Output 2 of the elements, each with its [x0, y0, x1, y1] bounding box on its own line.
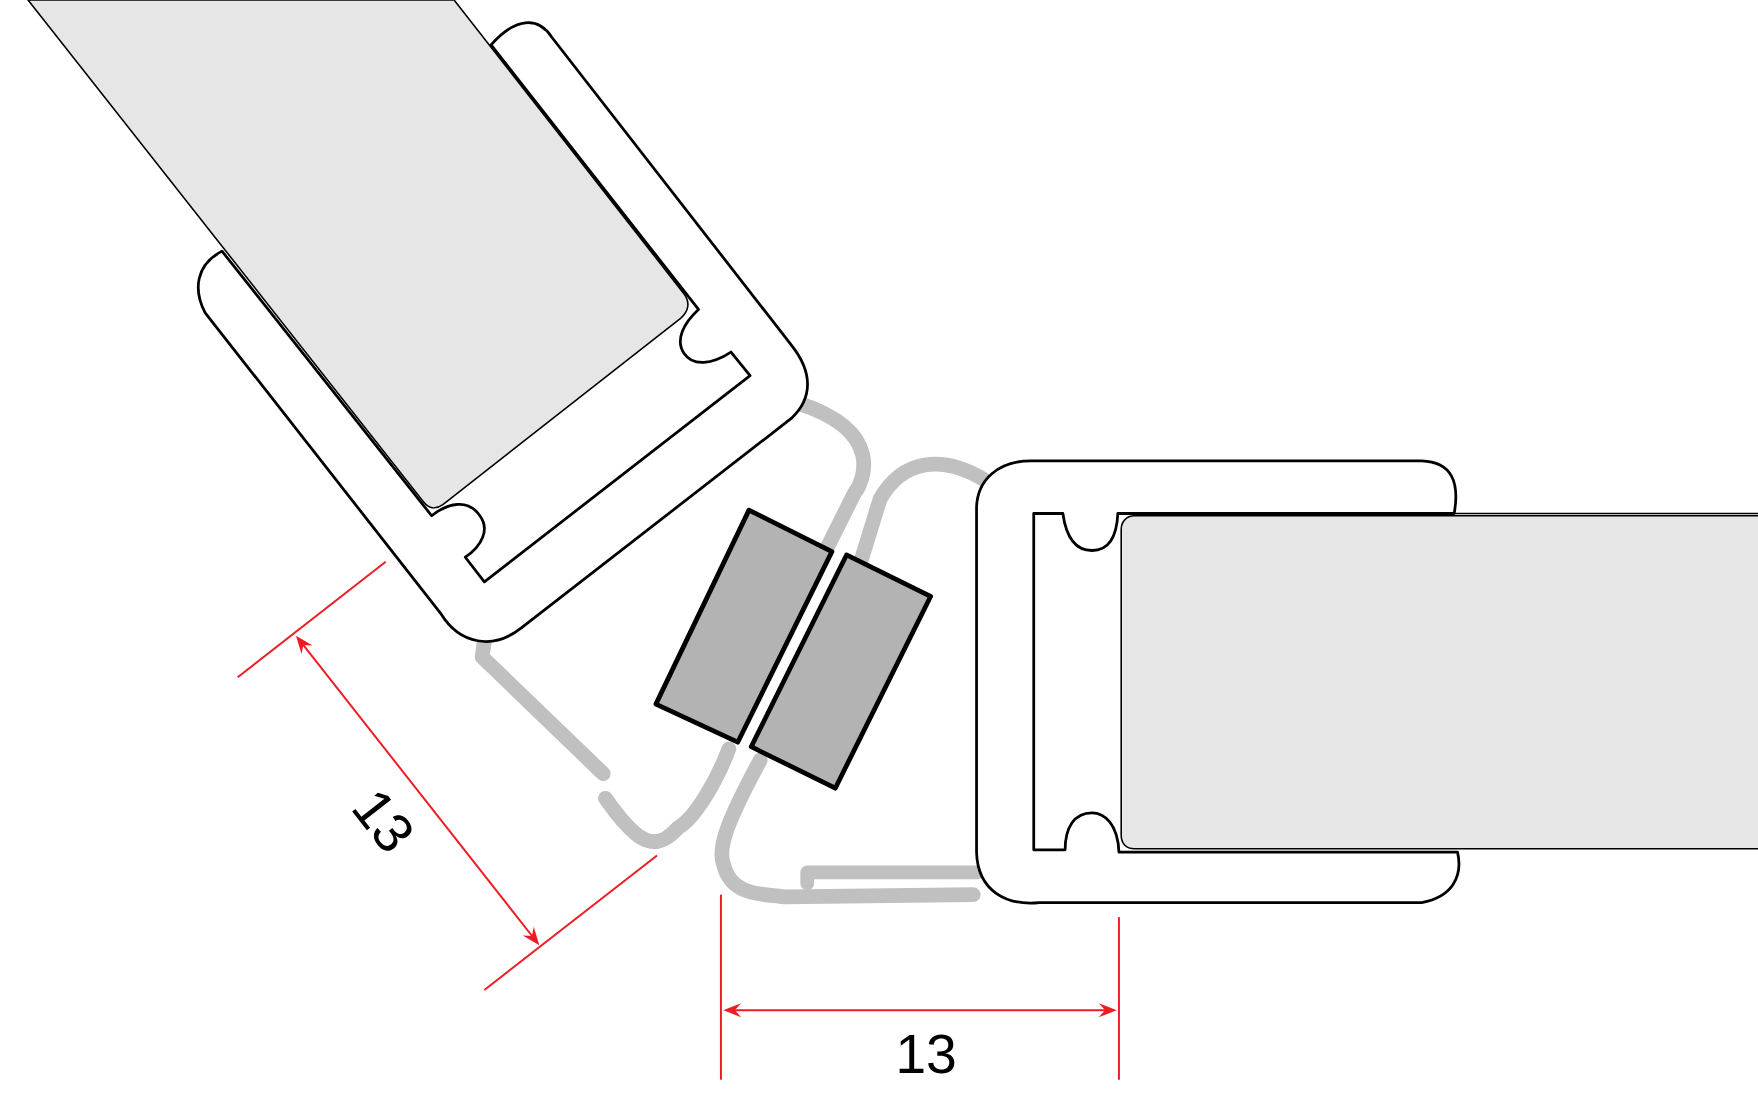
dimension-label: 13	[899, 1034, 955, 1074]
dimension-label: 13	[352, 792, 412, 851]
